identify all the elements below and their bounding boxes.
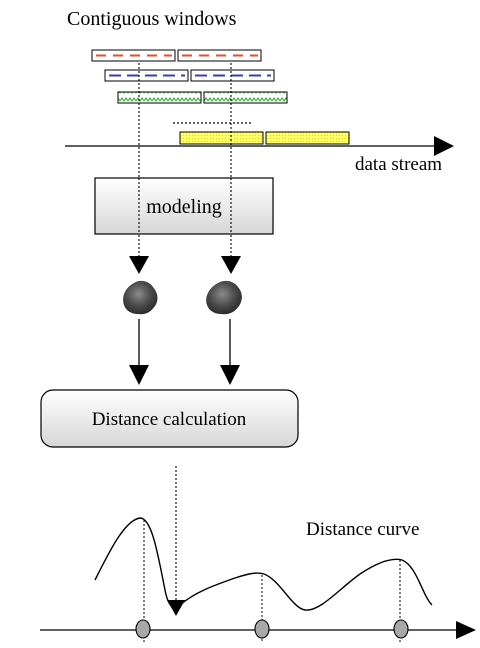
- arrowhead-right: [221, 256, 241, 274]
- change-point-marker: [393, 619, 409, 639]
- distance-curve-label: Distance curve: [306, 519, 419, 540]
- modeling-label: modeling: [146, 196, 222, 218]
- distance-calculation-box: Distance calculation: [40, 389, 299, 448]
- change-point-marker: [135, 619, 151, 639]
- data-stream-axis: [65, 131, 454, 156]
- window-row-2: [104, 69, 275, 82]
- distance-calculation-label: Distance calculation: [92, 409, 247, 430]
- stream-block: [179, 131, 264, 145]
- stream-block: [265, 131, 350, 145]
- data-stream-label: data stream: [355, 154, 442, 175]
- window-row-3: [117, 91, 288, 104]
- model-blob-icon: [123, 280, 158, 315]
- title-label: Contiguous windows: [67, 8, 237, 30]
- arrowhead-right: [220, 365, 240, 385]
- change-point-marker: [254, 619, 270, 639]
- arrowhead-left: [129, 365, 149, 385]
- time-axis-arrowhead: [456, 621, 476, 639]
- window-row-1: [91, 49, 262, 62]
- arrowhead-left: [129, 256, 149, 274]
- modeling-box: modeling: [94, 177, 274, 235]
- distance-curve: [94, 517, 433, 611]
- model-blob-icon: [206, 280, 242, 315]
